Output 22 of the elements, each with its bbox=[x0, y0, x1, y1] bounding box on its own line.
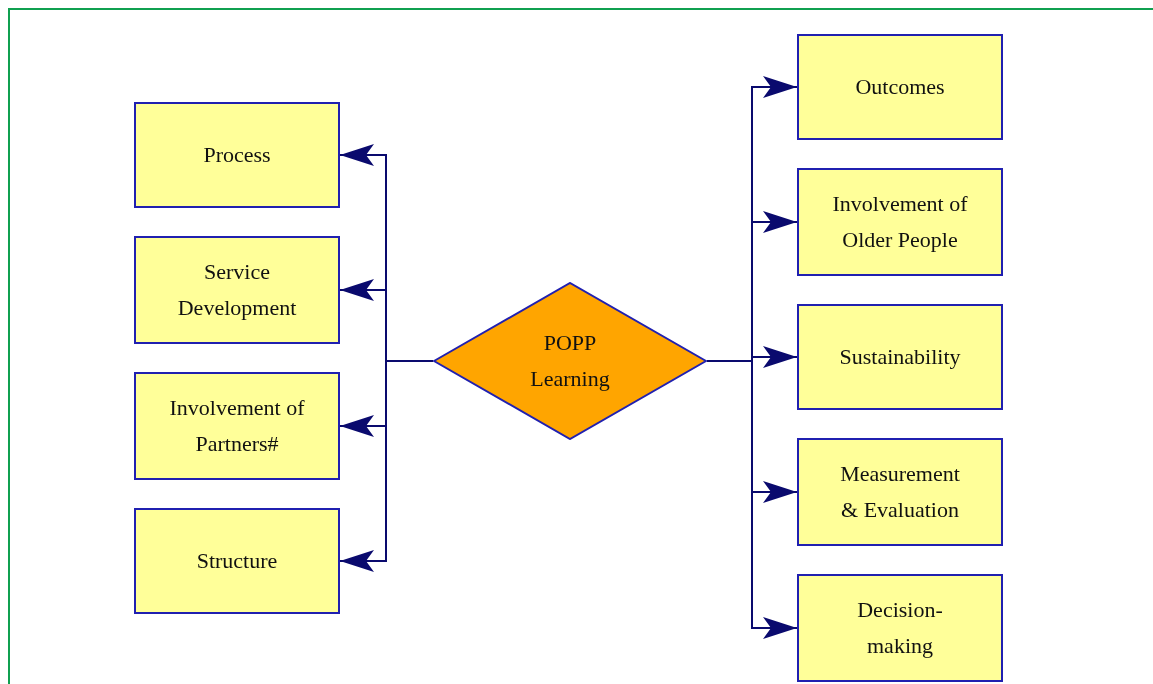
topic-box bbox=[134, 236, 340, 344]
node-label: Involvement of Older People bbox=[831, 189, 969, 254]
topic-box bbox=[134, 372, 340, 480]
node-label: POPP Learning bbox=[529, 328, 611, 393]
topic-box bbox=[134, 102, 340, 208]
topic-box bbox=[797, 304, 1003, 410]
node-label: Involvement of Partners# bbox=[168, 393, 306, 458]
node-label: Decision-making bbox=[856, 595, 944, 660]
topic-box bbox=[797, 438, 1003, 546]
decision-diamond bbox=[433, 282, 707, 440]
connector-arrow bbox=[339, 360, 434, 572]
node-label: Service Development bbox=[176, 257, 298, 322]
topic-box bbox=[797, 574, 1003, 682]
node-label: Measurement & Evaluation bbox=[839, 459, 961, 524]
node-label: Outcomes bbox=[854, 72, 946, 101]
topic-box bbox=[134, 508, 340, 614]
node-label: Sustainability bbox=[838, 342, 962, 371]
connector-arrow bbox=[706, 360, 798, 639]
node-label: Structure bbox=[195, 546, 279, 575]
node-label: Process bbox=[202, 140, 272, 169]
topic-box bbox=[797, 34, 1003, 140]
topic-box bbox=[797, 168, 1003, 276]
